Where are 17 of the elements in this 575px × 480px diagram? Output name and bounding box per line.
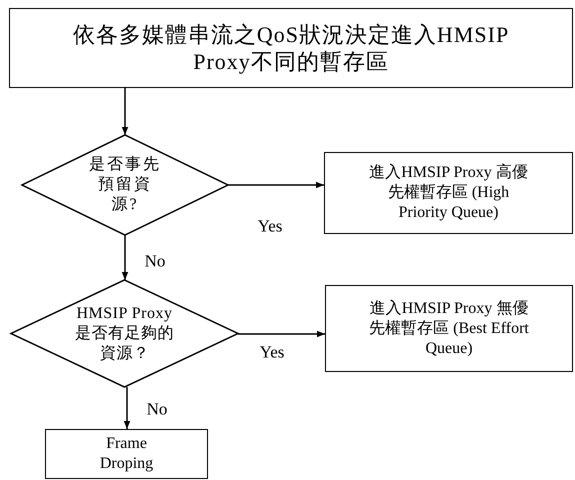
node-text: Frame Droping (98, 434, 154, 474)
node-text: 依各多媒體串流之QoS狀況決定進入HMSIP Proxy不同的暫存區 (72, 20, 510, 76)
process-box (45, 429, 208, 479)
arrow (238, 330, 325, 338)
process-box (325, 285, 573, 372)
process-box (324, 152, 573, 234)
arrow (122, 235, 128, 280)
arrow (122, 88, 128, 135)
decision-diamond (11, 280, 238, 387)
arrow (228, 182, 324, 188)
node-text: HMSIP Proxy是否有足夠的資源？ (74, 304, 174, 364)
arrow (124, 387, 130, 429)
node-text: 是否事先預留資源? (88, 155, 162, 215)
process-box (9, 8, 573, 88)
node-text: 進入HMSIP Proxy 高優先權暫存區 (High Priority Queue) (368, 163, 529, 223)
decision-diamond (22, 135, 228, 235)
node-text: 進入HMSIP Proxy 無優先權暫存區 (Best Effort Queue) (368, 298, 530, 358)
